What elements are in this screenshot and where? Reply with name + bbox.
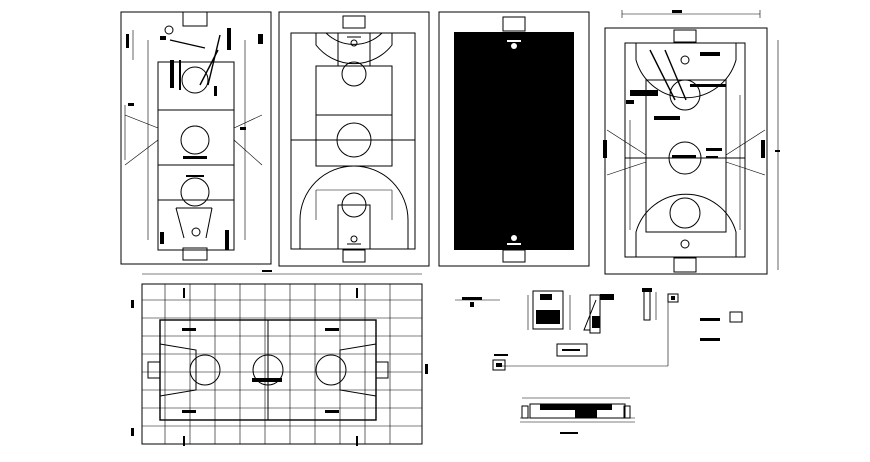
court-plan-annotated <box>603 10 780 275</box>
court-layout-grid <box>131 270 428 446</box>
court-plan-dimensioned <box>120 11 272 265</box>
court-plan-markings <box>278 11 430 267</box>
court-plan-filled <box>438 11 590 267</box>
construction-details <box>455 288 743 434</box>
